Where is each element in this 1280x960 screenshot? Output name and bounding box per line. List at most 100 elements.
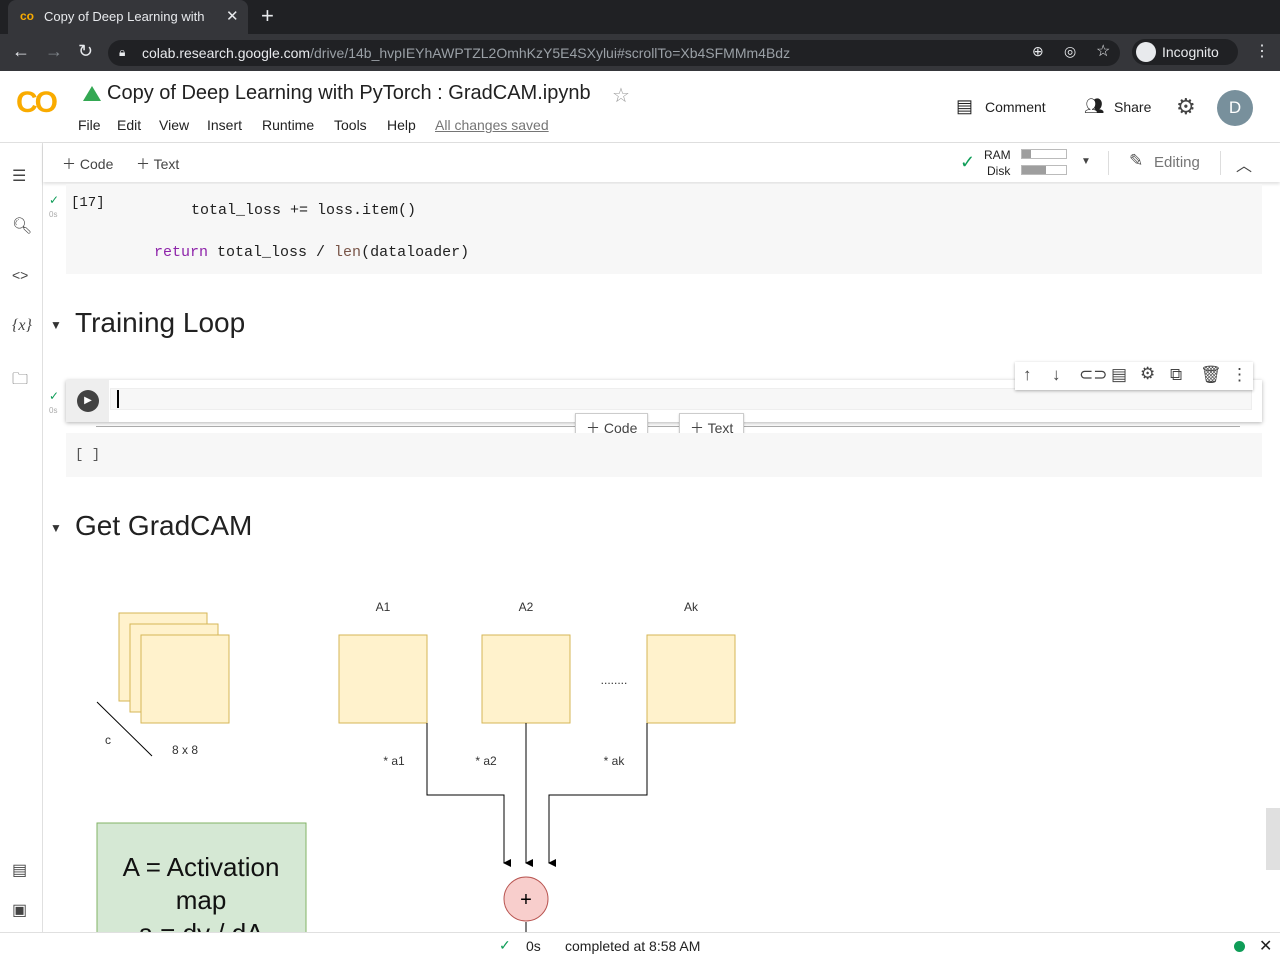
move-down-icon[interactable]: ↓ [1052, 365, 1061, 384]
mirror-cell-icon[interactable]: ⧉ [1170, 365, 1183, 384]
weight-a2: * a2 [475, 754, 497, 768]
cell-settings-icon[interactable]: ⚙ [1140, 364, 1156, 383]
star-icon[interactable]: ☆ [612, 85, 630, 107]
colab-logo[interactable]: CO [16, 86, 58, 119]
close-status-icon[interactable]: ✕ [1259, 938, 1273, 955]
code-cell-empty[interactable] [66, 433, 1262, 477]
label-a1: A1 [376, 600, 391, 614]
back-icon[interactable]: ← [12, 41, 30, 61]
forward-icon[interactable]: → [45, 41, 63, 61]
scrollbar-thumb[interactable] [1266, 808, 1280, 870]
settings-icon[interactable]: ⚙ [1176, 94, 1196, 119]
zoom-icon[interactable]: ⊕ [1032, 43, 1044, 59]
code-snippets-icon[interactable]: <> [12, 267, 29, 283]
pencil-icon: ✎ [1129, 151, 1144, 170]
url-host: colab.research.google.com [142, 45, 311, 61]
divider [1220, 151, 1221, 175]
avatar[interactable]: D [1217, 90, 1253, 126]
insert-divider [96, 426, 1240, 427]
link-icon[interactable]: ⊂⊃ [1079, 365, 1108, 384]
tab-close-icon[interactable]: ✕ [226, 8, 239, 25]
ram-bar[interactable] [1021, 149, 1067, 159]
feature-map-stack-front [140, 634, 230, 724]
status-bar: ✓ 0s completed at 8:58 AM ✕ [0, 932, 1280, 960]
collapse-section-icon[interactable]: ▼ [50, 318, 62, 332]
insert-code-label: Code [603, 420, 638, 436]
notebook-toolbar [43, 143, 1280, 182]
divider [1108, 151, 1109, 175]
reload-icon[interactable]: ↻ [78, 41, 94, 61]
collapse-header-icon[interactable]: ︿ [1236, 158, 1253, 175]
comment-button[interactable]: Comment [985, 99, 1046, 115]
delete-icon[interactable]: 🗑︎ [1200, 365, 1222, 384]
disk-bar[interactable] [1021, 165, 1067, 175]
share-button[interactable]: Share [1114, 99, 1152, 115]
bookmark-star-icon[interactable]: ☆ [1096, 43, 1111, 60]
add-code-button[interactable]: ＋ Code [62, 156, 114, 172]
legend-line: A = Activation [123, 852, 280, 882]
drive-icon [83, 86, 101, 101]
notebook-title[interactable]: Copy of Deep Learning with PyTorch : Gra… [107, 82, 591, 104]
save-status[interactable]: All changes saved [435, 117, 549, 133]
cell-exec-time: 0s [49, 406, 58, 415]
insert-text-label: Text [707, 420, 734, 436]
activation-map-a1 [338, 634, 428, 724]
ram-label: RAM [984, 148, 1011, 162]
channel-axis-line [96, 701, 153, 757]
add-text-button[interactable]: ＋ Text [136, 156, 180, 172]
connection-status-icon [1234, 941, 1245, 952]
incognito-icon [1136, 42, 1156, 62]
share-icon[interactable]: 👥︎ [1084, 98, 1105, 115]
activation-map-a2 [481, 634, 571, 724]
legend-line: a = dy / dA [138, 918, 264, 932]
colab-favicon: co [20, 9, 35, 23]
menu-help[interactable]: Help [387, 117, 416, 133]
status-text[interactable]: completed at 8:58 AM [565, 938, 701, 954]
collapse-section-icon[interactable]: ▼ [50, 521, 62, 535]
menu-file[interactable]: File [78, 117, 101, 133]
connected-check-icon: ✓ [960, 152, 976, 172]
colab-header [0, 72, 1280, 143]
code-cell-17[interactable] [66, 184, 1262, 274]
menu-runtime[interactable]: Runtime [262, 117, 315, 133]
cell-success-icon: ✓ [49, 193, 60, 207]
add-text-label: Text [153, 156, 180, 172]
menu-insert[interactable]: Insert [207, 117, 243, 133]
arrow-a1 [426, 723, 511, 867]
command-palette-icon[interactable]: ▤ [12, 862, 28, 879]
new-tab-icon[interactable]: + [261, 3, 274, 28]
cell-exec-count: [ ] [75, 447, 101, 463]
tracking-icon[interactable]: ◎ [1064, 43, 1077, 59]
lock-icon: 🔒︎ [119, 45, 126, 59]
tab-title: Copy of Deep Learning with [44, 9, 205, 24]
browser-tab[interactable]: Copy of Deep Learning with [8, 0, 248, 34]
cell-exec-count: [17] [71, 195, 105, 211]
menu-tools[interactable]: Tools [334, 117, 367, 133]
search-icon[interactable]: 🔍︎ [12, 218, 33, 235]
status-duration: 0s [526, 938, 541, 954]
code-editor-input[interactable] [110, 388, 1252, 410]
code-text: (dataloader) [361, 244, 470, 261]
files-icon[interactable]: 🗀 [12, 371, 29, 388]
cell-success-icon: ✓ [49, 389, 60, 403]
size-label: 8 x 8 [172, 743, 198, 757]
terminal-icon[interactable]: ▣ [12, 902, 28, 919]
move-up-icon[interactable]: ↑ [1023, 365, 1032, 384]
label-a2: A2 [519, 600, 534, 614]
section-heading-get-gradcam: Get GradCAM [75, 510, 253, 541]
url-input[interactable]: colab.research.google.com/drive/14b_hvpI… [108, 40, 1120, 66]
comment-icon[interactable]: ▤ [956, 96, 974, 116]
weight-a1: * a1 [383, 754, 405, 768]
table-of-contents-icon[interactable]: ☰ [12, 168, 27, 185]
label-ak: Ak [684, 600, 699, 614]
browser-menu-icon[interactable]: ⋮ [1254, 43, 1270, 60]
more-options-icon[interactable]: ⋮ [1231, 365, 1248, 384]
arrow-ak [548, 723, 648, 867]
menu-edit[interactable]: Edit [117, 117, 142, 133]
comment-cell-icon[interactable]: ▤ [1111, 365, 1128, 384]
variables-icon[interactable]: {x} [12, 317, 32, 334]
menu-view[interactable]: View [159, 117, 190, 133]
editing-mode-button[interactable]: Editing [1154, 154, 1200, 171]
run-cell-button[interactable]: ▶ [77, 390, 99, 412]
runtime-dropdown-icon[interactable]: ▼ [1081, 156, 1091, 167]
